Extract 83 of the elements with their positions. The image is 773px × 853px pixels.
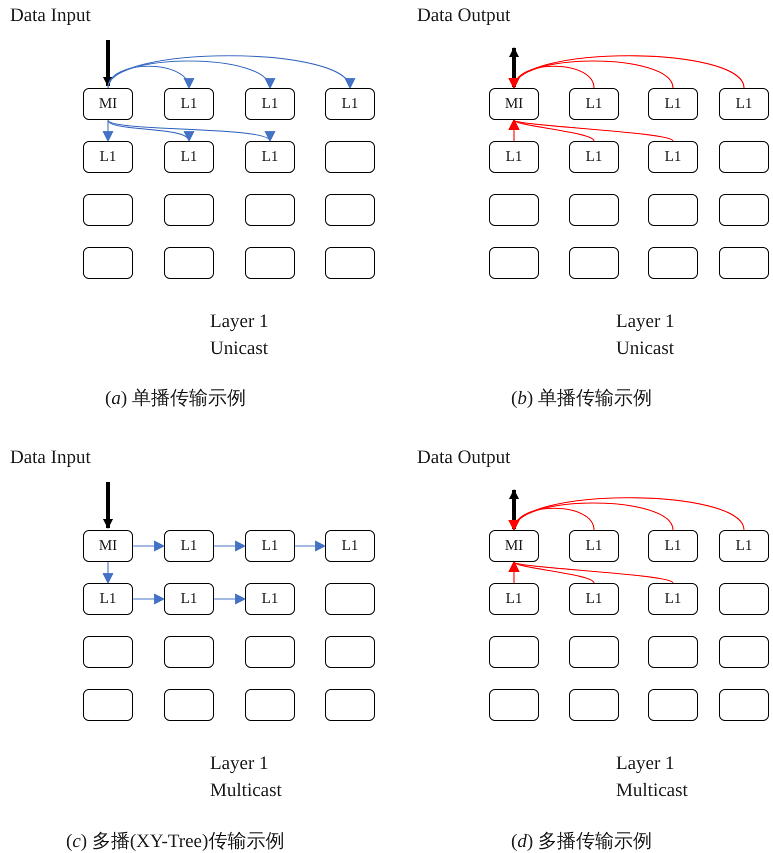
grid-box: L1: [245, 88, 295, 120]
empty-grid-box: [83, 194, 133, 226]
empty-grid-box: [489, 194, 539, 226]
subfigure-caption: (b) 单播传输示例: [511, 387, 652, 411]
grid-box: L1: [569, 141, 619, 173]
grid-box: L1: [164, 141, 214, 173]
empty-grid-box: [164, 247, 214, 279]
grid-box: MI: [489, 530, 539, 562]
empty-grid-box: [325, 141, 375, 173]
grid-box: L1: [489, 141, 539, 173]
layer-caption: Layer 1 Unicast: [616, 310, 676, 361]
empty-grid-box: [245, 247, 295, 279]
grid-box: L1: [164, 88, 214, 120]
grid-box: L1: [245, 530, 295, 562]
empty-grid-box: [325, 583, 375, 615]
grid-box: MI: [83, 530, 133, 562]
grid-box: L1: [569, 583, 619, 615]
empty-grid-box: [83, 247, 133, 279]
panel-heading: Data Output: [417, 5, 510, 27]
empty-grid-box: [719, 636, 769, 668]
empty-grid-box: [569, 247, 619, 279]
grid-box: L1: [83, 583, 133, 615]
empty-grid-box: [648, 636, 698, 668]
panel-heading: Data Input: [10, 447, 91, 469]
grid-box: L1: [164, 583, 214, 615]
panel-heading: Data Input: [10, 5, 91, 27]
grid-box: L1: [648, 530, 698, 562]
grid-box: L1: [648, 141, 698, 173]
empty-grid-box: [569, 636, 619, 668]
empty-grid-box: [648, 689, 698, 721]
grid-box: L1: [648, 88, 698, 120]
grid-box: MI: [83, 88, 133, 120]
empty-grid-box: [719, 689, 769, 721]
empty-grid-box: [569, 689, 619, 721]
grid-box: L1: [648, 583, 698, 615]
grid-box: L1: [719, 530, 769, 562]
grid-box: L1: [569, 88, 619, 120]
empty-grid-box: [489, 247, 539, 279]
empty-grid-box: [648, 194, 698, 226]
grid-box: L1: [164, 530, 214, 562]
grid-box: L1: [245, 583, 295, 615]
empty-grid-box: [489, 689, 539, 721]
empty-grid-box: [245, 689, 295, 721]
grid-box: L1: [489, 583, 539, 615]
empty-grid-box: [83, 636, 133, 668]
layer-caption: Layer 1 Multicast: [616, 752, 689, 803]
grid-box: L1: [325, 88, 375, 120]
arrow: [214, 540, 246, 552]
empty-grid-box: [325, 247, 375, 279]
panel-heading: Data Output: [417, 447, 510, 469]
empty-grid-box: [325, 194, 375, 226]
empty-grid-box: [719, 141, 769, 173]
grid-box: L1: [569, 530, 619, 562]
grid-box: MI: [489, 88, 539, 120]
arrow: [133, 540, 166, 552]
subfigure-caption: (c) 多播(XY-Tree)传输示例: [66, 830, 284, 853]
empty-grid-box: [489, 636, 539, 668]
empty-grid-box: [719, 583, 769, 615]
empty-grid-box: [719, 194, 769, 226]
empty-grid-box: [325, 636, 375, 668]
empty-grid-box: [245, 636, 295, 668]
grid-box: L1: [83, 141, 133, 173]
empty-grid-box: [245, 194, 295, 226]
arrow: [102, 562, 114, 584]
arrow: [103, 482, 113, 529]
subfigure-caption: (a) 单播传输示例: [105, 387, 246, 411]
empty-grid-box: [164, 194, 214, 226]
grid-box: L1: [245, 141, 295, 173]
subfigure-caption: (d) 多播传输示例: [511, 830, 652, 853]
arrow: [295, 540, 326, 552]
layer-caption: Layer 1 Unicast: [210, 310, 270, 361]
empty-grid-box: [569, 194, 619, 226]
empty-grid-box: [719, 247, 769, 279]
empty-grid-box: [325, 689, 375, 721]
layer-caption: Layer 1 Multicast: [210, 752, 283, 803]
grid-box: L1: [719, 88, 769, 120]
arrow: [133, 594, 166, 604]
empty-grid-box: [83, 689, 133, 721]
empty-grid-box: [164, 689, 214, 721]
empty-grid-box: [164, 636, 214, 668]
empty-grid-box: [648, 247, 698, 279]
grid-box: L1: [325, 530, 375, 562]
arrow: [214, 594, 246, 604]
